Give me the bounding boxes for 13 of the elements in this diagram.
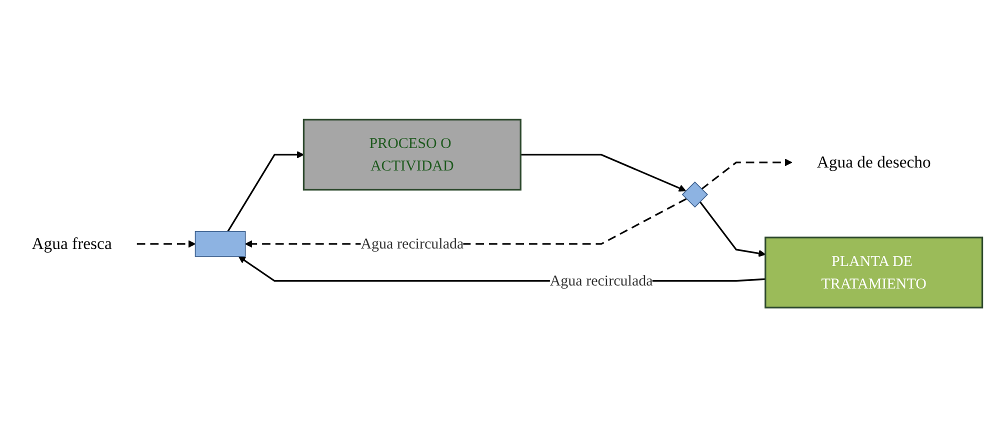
arrow <box>136 240 196 248</box>
node-text: Agua de desecho <box>816 154 931 172</box>
node-box <box>194 231 246 258</box>
node-diamond <box>682 182 708 208</box>
arrow <box>701 159 792 190</box>
edge-label: Agua recirculada <box>360 236 464 252</box>
arrow <box>699 202 766 258</box>
arrow <box>520 154 686 192</box>
node-text: Agua fresca <box>32 235 112 254</box>
arrow <box>227 151 304 232</box>
edge-label: Agua recirculada <box>550 272 653 290</box>
node-box: PLANTA DE TRATAMIENTO <box>764 237 984 309</box>
node-box: PROCESO O ACTIVIDAD <box>302 119 522 191</box>
